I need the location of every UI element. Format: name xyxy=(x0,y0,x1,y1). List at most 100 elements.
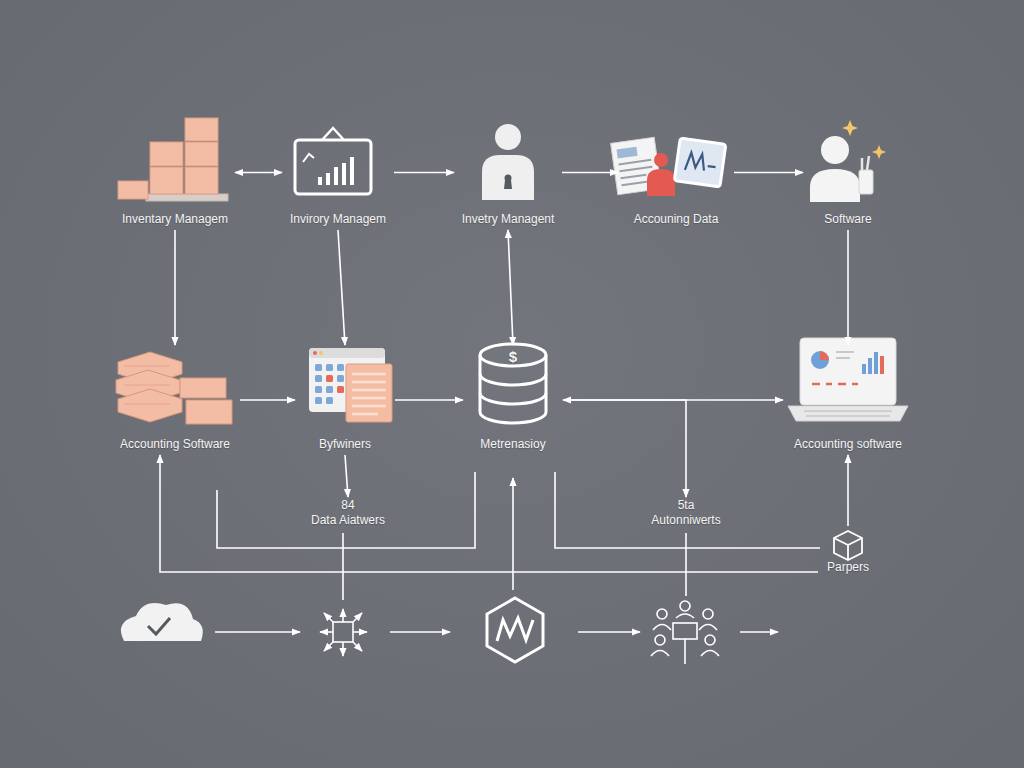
bar xyxy=(868,358,872,374)
chart-frame-icon xyxy=(295,128,371,194)
cell xyxy=(326,375,333,382)
schedule-icon xyxy=(309,348,392,422)
spoke xyxy=(342,609,344,622)
connector-arrow xyxy=(394,172,454,174)
bar xyxy=(326,173,330,185)
package-icon xyxy=(834,531,862,560)
node-box: Byfwiners xyxy=(295,345,395,455)
cell xyxy=(326,397,333,404)
connector-arrow xyxy=(847,455,849,526)
node-label: Autonniwerts xyxy=(651,513,720,528)
connector-arrow xyxy=(563,399,783,401)
screen xyxy=(673,623,697,639)
node-label: 84 xyxy=(341,498,354,513)
wire xyxy=(555,472,820,548)
head xyxy=(495,124,521,150)
hexagon-chart-icon xyxy=(487,598,543,662)
node-label: 5ta xyxy=(678,498,695,513)
wire xyxy=(685,533,687,596)
node-label: Data Aiatwers xyxy=(311,513,385,528)
node-label: Parpers xyxy=(827,560,869,575)
node-label: Metrenasioy xyxy=(480,437,545,452)
cell xyxy=(315,375,322,382)
pie-chart xyxy=(811,351,829,369)
connector-arrow xyxy=(174,230,176,345)
hub xyxy=(333,622,353,642)
shoulders xyxy=(651,614,719,656)
box-stripes xyxy=(124,366,170,404)
flow-arrow xyxy=(740,631,778,633)
node-box: 84Data Aiatwers xyxy=(296,497,400,531)
person-icon xyxy=(482,124,534,200)
flow-arrow xyxy=(215,631,300,633)
head xyxy=(703,609,713,619)
wire-arrow xyxy=(512,478,514,590)
cell xyxy=(315,397,322,404)
node-label: Inventary Managem xyxy=(122,212,228,227)
connector-arrow xyxy=(160,455,818,572)
cell xyxy=(337,375,344,382)
node-label: Accounting Software xyxy=(120,437,230,452)
spoke xyxy=(324,613,333,622)
body xyxy=(810,169,860,202)
pens xyxy=(862,156,869,170)
wire xyxy=(217,472,475,548)
sheet xyxy=(346,364,392,422)
box xyxy=(118,389,182,422)
node-label: Byfwiners xyxy=(319,437,371,452)
node-label: Invetry Managent xyxy=(462,212,555,227)
head xyxy=(657,609,667,619)
cloud xyxy=(121,603,203,641)
sparkle xyxy=(872,145,886,159)
laptop-screen xyxy=(800,338,896,405)
bar xyxy=(318,177,322,185)
body xyxy=(647,169,675,196)
node-box: Accounting Software xyxy=(110,345,240,455)
spoke xyxy=(353,642,362,651)
node-box: $ Metrenasioy xyxy=(463,345,563,455)
grid-cells xyxy=(315,364,344,404)
node-label: Invirory Managem xyxy=(290,212,386,227)
box-stack-icon xyxy=(118,118,228,201)
zigzag xyxy=(497,618,533,641)
frame xyxy=(295,140,371,194)
node-label: Accouning Data xyxy=(634,212,719,227)
tablet-screen xyxy=(674,138,726,187)
box-pile-icon xyxy=(116,352,232,424)
connector-arrow xyxy=(563,400,686,497)
documents-icon xyxy=(611,137,726,196)
screen-marks xyxy=(812,383,858,386)
cell xyxy=(337,364,344,371)
team-icon xyxy=(651,601,719,664)
head xyxy=(655,635,665,645)
window-dot xyxy=(319,351,323,355)
db-top xyxy=(480,344,546,366)
window-dot xyxy=(313,351,317,355)
pallet xyxy=(146,194,228,201)
cloud-icon xyxy=(121,603,203,641)
frame-hanger xyxy=(322,128,344,140)
cell xyxy=(326,364,333,371)
screen-lines xyxy=(836,352,854,358)
node-box: Software xyxy=(803,115,893,230)
spoke xyxy=(342,642,344,656)
cell xyxy=(315,386,322,393)
node-label: Software xyxy=(824,212,871,227)
wire xyxy=(342,533,344,600)
head xyxy=(821,136,849,164)
box xyxy=(180,378,226,398)
sparkle xyxy=(842,120,858,136)
node-box: Accounting software xyxy=(783,345,913,455)
connector-arrow xyxy=(562,172,618,174)
connector-arrow xyxy=(235,172,282,174)
node-label: $ xyxy=(509,348,517,365)
scribble xyxy=(685,152,717,174)
keyhole xyxy=(504,180,512,189)
head xyxy=(680,601,690,611)
flow-arrow xyxy=(578,631,640,633)
checkmark xyxy=(148,618,170,634)
box xyxy=(185,167,218,194)
box xyxy=(185,142,218,166)
